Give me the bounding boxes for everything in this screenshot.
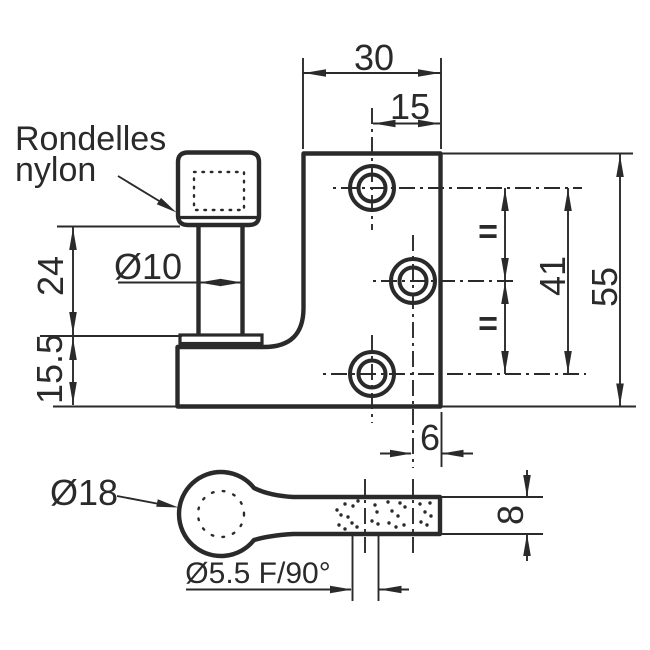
arrowhead [501,351,509,373]
arrowhead [616,155,624,177]
serration-dot [343,527,347,531]
serration-dot [337,523,341,527]
arrowhead [379,585,402,594]
serration-dot [350,521,354,525]
centerlines [323,108,586,468]
arrowhead [156,197,177,213]
pin-hidden-circle [196,489,246,539]
serration-dot [403,505,407,509]
arrowhead [330,585,352,594]
dim-plate-width-label: 30 [354,37,394,78]
arrowhead [616,383,624,406]
serration-dot [376,522,380,526]
serration-dot [355,525,359,529]
dim-equal-spacing: = = [478,188,509,374]
pin-assembly [175,150,264,346]
serration-dot [373,503,377,507]
arrowhead [441,449,464,458]
pin-knob-outline [175,150,262,228]
serration-dot [335,508,339,512]
serration-dot [398,501,402,505]
dim-pin-diameter-label: Ø10 [114,246,182,287]
serration-dot [390,509,394,513]
arrowhead [304,69,326,77]
arrowhead [156,499,179,508]
dim-base-height-label: 15.5 [29,334,70,404]
arrowhead [69,382,77,404]
serration-dot [419,520,423,524]
dim-hole-offset: 15 [373,86,440,128]
front-view: 30 15 55 41 [15,37,636,468]
dim-hole-span-label: 41 [532,256,573,296]
arrowhead [390,449,412,458]
dim-plate-height-label: 55 [584,267,625,307]
serration-dot [351,504,355,508]
equal-mark-lower: = [478,305,498,343]
leader-line [117,175,161,203]
dim-arm-thickness-label: 8 [490,505,531,525]
serration-dot [370,519,374,523]
dim-hole-to-edge-label: 6 [420,417,440,458]
arrowhead [523,475,531,497]
serration-dot [425,523,429,527]
arrowhead [418,69,440,77]
arrowhead [501,189,509,211]
serration-dot [356,499,360,503]
serration-dot [429,514,433,518]
serration-dot [339,513,343,517]
dim-plate-height: 55 [441,152,636,408]
dim-eye-diameter: Ø18 [50,472,179,513]
serration-dots [335,499,433,531]
arrowhead [373,119,396,128]
serration-dot [346,515,350,519]
arrowhead [564,351,572,373]
serration-dot [418,502,422,506]
dim-countersink-spec: Ø5.5 F/90° [185,535,409,601]
serration-dot [386,500,390,504]
dim-countersink-spec-label: Ø5.5 F/90° [185,557,330,590]
arrowhead [564,189,572,211]
arrowhead [220,278,242,287]
washer-annotation: Rondelles nylon [15,120,177,213]
serration-dot [428,501,432,505]
serration-dot [394,525,398,529]
washer-label-line1: Rondelles [15,120,166,158]
dim-pin-diameter: Ø10 [114,246,243,287]
dim-pin-length-label: 24 [30,256,71,296]
serration-dot [396,514,400,518]
arrowhead [501,282,509,304]
bracket-outline [175,151,443,409]
dim-hole-offset-label: 15 [390,86,430,127]
serration-dot [402,523,406,527]
bottom-washer [178,333,264,346]
leader-line [116,495,163,506]
dim-pin-length: 24 [30,225,182,337]
dim-base-height: 15.5 [29,334,177,408]
knob-hidden-square [192,170,246,212]
serration-dot [387,521,391,525]
bottom-view: 8 Ø18 Ø5.5 F/90° [50,469,543,601]
arrowhead [501,258,509,280]
dim-eye-diameter-label: Ø18 [50,472,118,513]
equal-mark-upper: = [478,213,498,251]
arrowhead [199,278,221,287]
arm-outline [176,469,443,559]
arrowhead [69,312,77,334]
serration-dot [423,510,427,514]
dim-hole-span: 41 [532,188,573,374]
dim-hole-to-edge: 6 [380,412,473,467]
arrowhead [418,119,440,128]
dim-plate-width: 30 [302,37,442,149]
serration-dot [375,510,379,514]
dim-arm-thickness: 8 [442,470,543,561]
arrowhead [69,228,77,250]
arrowhead [69,338,77,360]
washer-label-line2: nylon [15,151,96,189]
serration-dot [343,502,347,506]
arrowhead [523,534,531,556]
